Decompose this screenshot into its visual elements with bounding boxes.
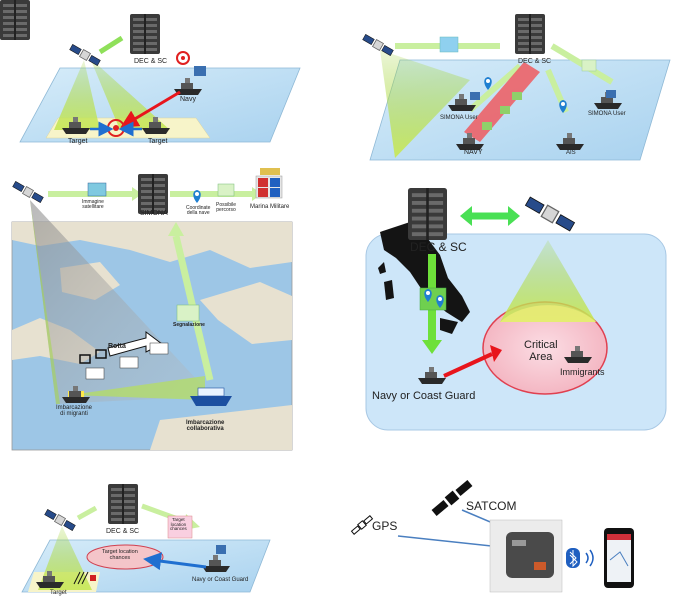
- server-icon: [108, 484, 138, 524]
- satellite-icon: [12, 181, 44, 203]
- satellite-image-label: Immagine satellitare: [82, 199, 104, 211]
- computer-icon: [194, 66, 206, 76]
- collaborative-boat-label: Imbarcazione collaborativa: [186, 420, 225, 433]
- wireless-icon: [585, 552, 589, 564]
- satellite-beam: [500, 240, 596, 322]
- path-icon: [217, 183, 235, 197]
- dec-sc-label: DEC & SC: [134, 58, 168, 65]
- dec-sc-label: DEC & SC: [106, 528, 140, 535]
- tracker-device: [506, 532, 554, 578]
- migrant-boat-label: Imbarcazione di migranti: [56, 405, 93, 418]
- immigrants-label: Immigrants: [560, 367, 605, 377]
- italy-map: [380, 222, 470, 322]
- attack-arrow: [120, 90, 181, 128]
- satellite-beam-right: [90, 58, 170, 130]
- panel-1: [19, 14, 301, 143]
- satellite-icon: [524, 196, 576, 232]
- satellite-image-icon: [87, 182, 107, 197]
- satellite-beam: [380, 50, 470, 158]
- ais-label: AIS: [566, 150, 576, 156]
- location-tag: [167, 515, 193, 539]
- navy-coast-guard-label: Navy or Coast Guard: [192, 577, 249, 583]
- panel-4: [0, 0, 667, 431]
- panel-2: [362, 14, 671, 161]
- computer-icon: [216, 545, 226, 554]
- satcom-label: SATCOM: [466, 499, 517, 513]
- panel-3: [11, 168, 293, 451]
- target-label: Target: [50, 590, 67, 596]
- panel-6: [350, 479, 634, 593]
- report-label: Segnalazione: [173, 322, 205, 328]
- ais-beam: [70, 376, 205, 400]
- satellite-beam-left: [54, 60, 100, 130]
- pin-icon: [193, 190, 201, 203]
- simona-user-label-right: SIMONA User: [588, 111, 626, 117]
- panel-5: [21, 484, 271, 593]
- dec-sc-label: DEC & SC: [410, 240, 467, 254]
- simona-user-label-left: SIMONA User: [440, 115, 478, 121]
- dec-sc-label: DEC & SC: [518, 58, 552, 65]
- server-icon: [138, 174, 168, 214]
- image-icon: [439, 36, 459, 53]
- satcom-satellite-icon: [431, 479, 473, 517]
- server-icon: [130, 14, 160, 54]
- gps-satellite-icon: [350, 515, 374, 535]
- critical-area-label: Critical Area: [524, 339, 558, 363]
- gps-label: GPS: [372, 519, 398, 533]
- possible-path-label: Possibile percorso: [216, 202, 237, 214]
- link-arrow: [98, 35, 124, 55]
- navy-arrow: [143, 552, 207, 571]
- intercept-arrow: [443, 352, 493, 378]
- satellite-icon: [44, 509, 76, 531]
- server-icon: [0, 0, 30, 40]
- location-tag-label: Target location chances: [170, 517, 187, 532]
- report-icon: [176, 304, 200, 322]
- satellite-icon: [69, 44, 101, 66]
- camera-icon: [581, 59, 597, 72]
- navy-label: Navy: [180, 96, 196, 103]
- marina-militare-label: Marina Militare: [250, 204, 290, 210]
- collaborative-ship-icon: [190, 396, 232, 406]
- simona-label: SIMONA: [140, 210, 168, 217]
- ship-coordinates-label: Coordinate della nave: [186, 205, 211, 217]
- navy-label: NAVY: [464, 149, 483, 156]
- location-chances-label: Target location chances: [102, 549, 138, 561]
- route-label: Rotta: [108, 343, 126, 350]
- target-label-left: Target: [68, 138, 88, 145]
- server-icon: [515, 14, 545, 54]
- navy-coast-guard-label: Navy or Coast Guard: [372, 390, 476, 402]
- target-label-right: Target: [148, 138, 168, 145]
- satellite-icon: [362, 34, 394, 56]
